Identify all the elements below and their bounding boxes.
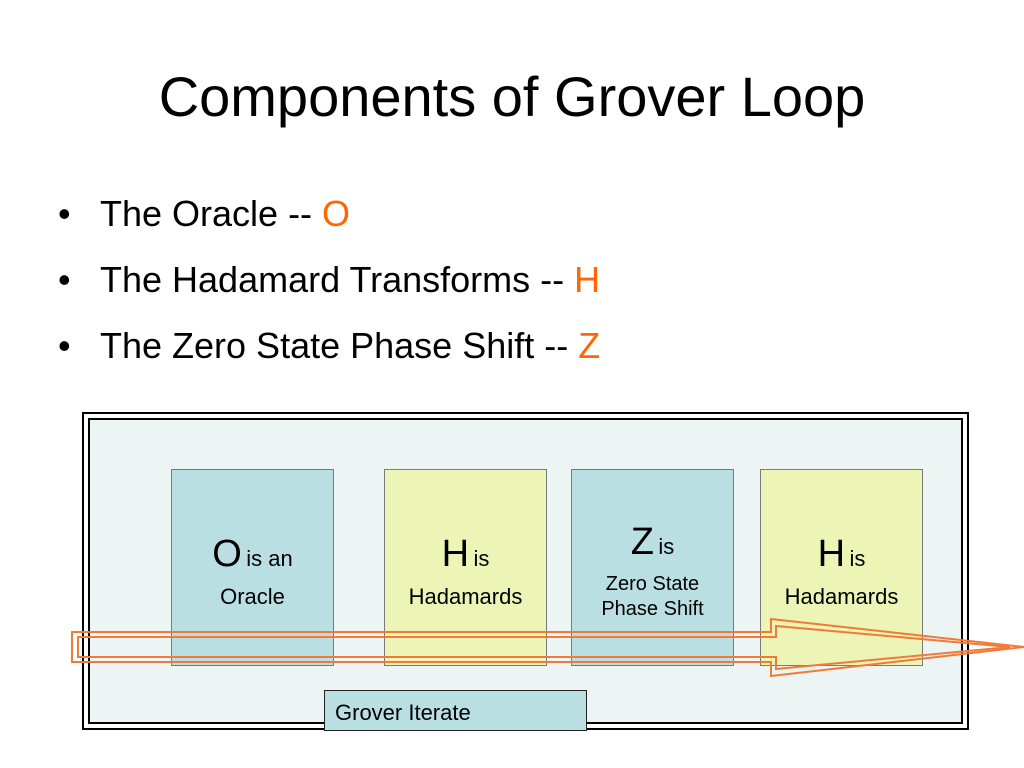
slide-title: Components of Grover Loop <box>158 65 866 128</box>
zero-state-is: is <box>658 534 675 559</box>
zero-state-box: Z is Zero State Phase Shift <box>571 469 734 666</box>
hadamard-desc: Hadamards <box>784 584 899 609</box>
hadamard-is: is <box>473 546 490 571</box>
bullet-oracle: • The Oracle -- O <box>58 186 600 252</box>
zero-state-letter: Z <box>630 521 654 563</box>
bullet-dot-icon: • <box>58 259 71 300</box>
bullet-symbol: H <box>574 259 601 300</box>
zero-state-desc-line1: Zero State <box>605 573 700 595</box>
bullet-symbol: Z <box>578 325 601 366</box>
oracle-is: is an <box>246 546 293 571</box>
bullet-text: The Zero State Phase Shift -- <box>100 325 579 366</box>
bullet-dot-icon: • <box>58 193 71 234</box>
hadamard-letter: H <box>441 533 470 575</box>
bullet-hadamard: • The Hadamard Transforms -- H <box>58 252 600 318</box>
bullet-symbol: O <box>322 193 351 234</box>
oracle-letter: O <box>212 533 242 575</box>
hadamard-box-1: H is Hadamards <box>384 469 547 666</box>
hadamard-letter: H <box>817 533 846 575</box>
bullet-dot-icon: • <box>58 325 71 366</box>
oracle-desc: Oracle <box>220 584 285 609</box>
zero-state-desc-line2: Phase Shift <box>601 598 704 620</box>
oracle-box: O is an Oracle <box>171 469 334 666</box>
bullet-text: The Hadamard Transforms -- <box>100 259 575 300</box>
grover-iterate-label: Grover Iterate <box>324 690 587 731</box>
bullet-zero-state: • The Zero State Phase Shift -- Z <box>58 318 600 384</box>
bullet-text: The Oracle -- <box>100 193 323 234</box>
bullet-list: • The Oracle -- O • The Hadamard Transform… <box>58 186 600 384</box>
hadamard-is: is <box>849 546 866 571</box>
hadamard-desc: Hadamards <box>408 584 523 609</box>
